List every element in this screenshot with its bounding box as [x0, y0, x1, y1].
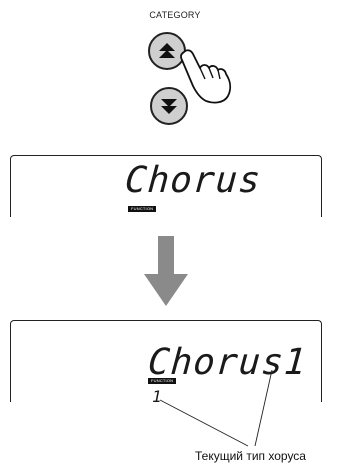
function-badge-after: FUNCTION [148, 378, 177, 384]
lcd-display-before [10, 155, 322, 217]
category-label: CATEGORY [149, 10, 201, 20]
lcd-value-after: 1 [152, 387, 162, 406]
up-arrow-icon [159, 43, 175, 58]
caption-text: Текущий тип хоруса [195, 449, 306, 463]
down-arrow-icon [161, 99, 177, 114]
function-badge-before: FUNCTION [128, 206, 157, 212]
pointing-hand-icon [180, 49, 232, 104]
category-up-button[interactable] [148, 32, 186, 70]
transition-arrow-icon [144, 236, 188, 306]
lcd-text-before: Chorus [123, 160, 263, 201]
lcd-text-after: Chorus1 [146, 342, 309, 383]
category-down-button[interactable] [150, 87, 188, 125]
